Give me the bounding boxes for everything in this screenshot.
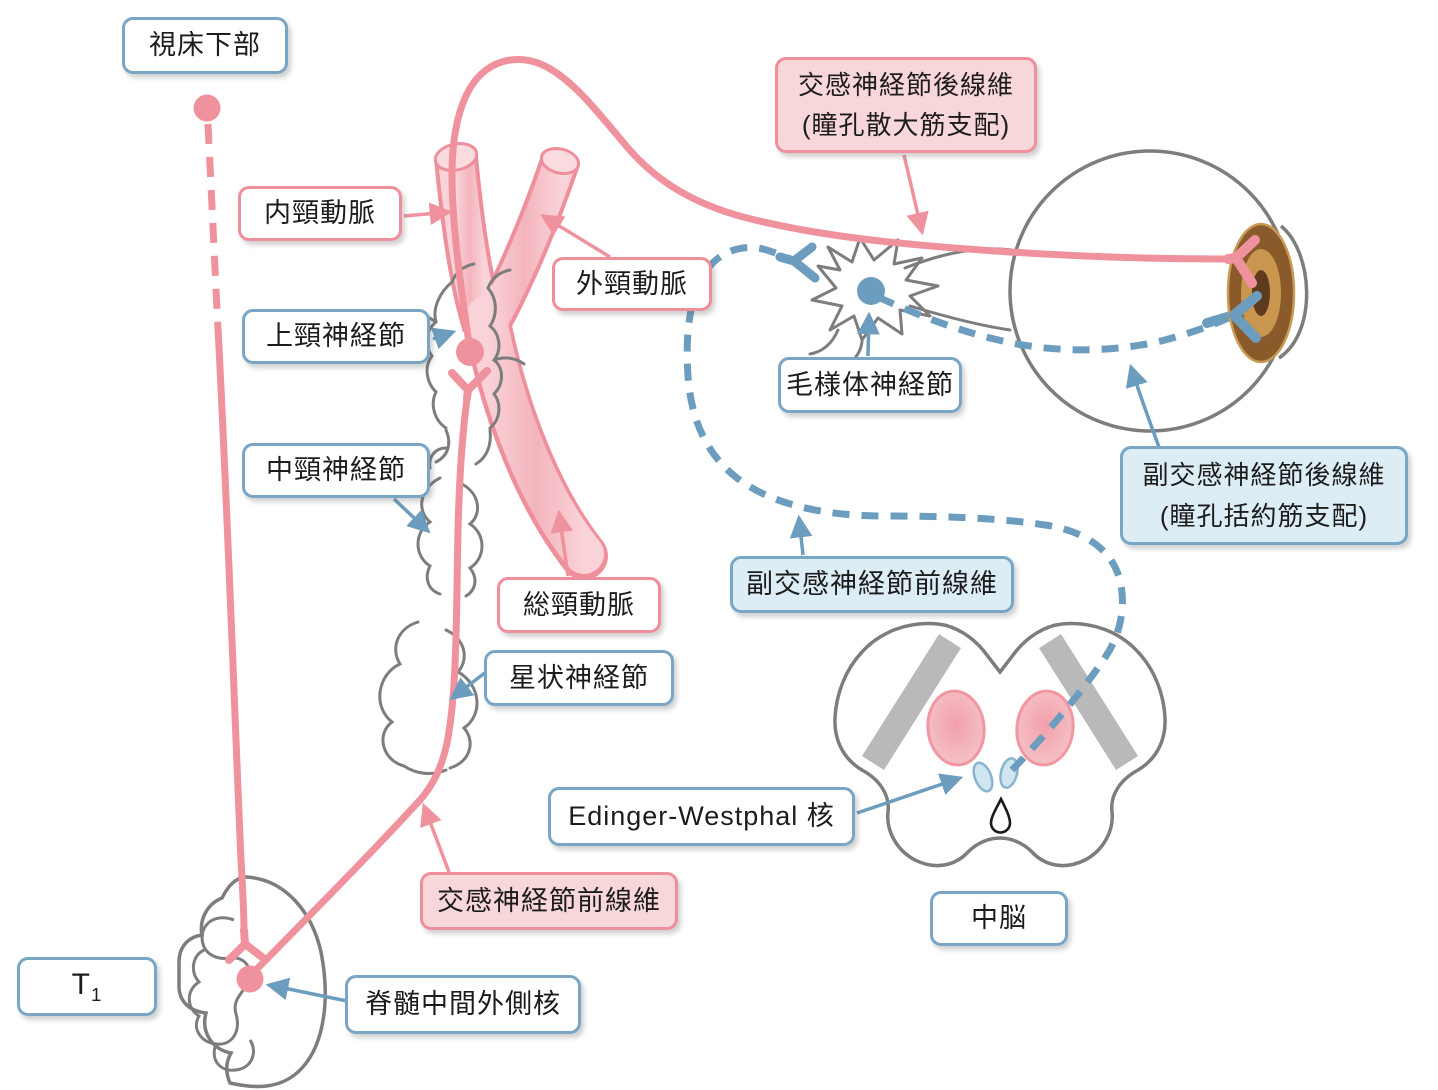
label-hypothalamus: 視床下部: [122, 17, 288, 74]
iml-text: 脊髄中間外側核: [365, 989, 561, 1020]
label-t1: T1: [17, 957, 157, 1016]
label-intermediolateral-nucleus: 脊髄中間外側核: [345, 975, 581, 1034]
stellate-leader: [449, 670, 488, 701]
common-carotid-leader: [550, 509, 573, 577]
scg-text: 上頸神経節: [266, 321, 406, 352]
para-post-line2: (瞳孔括約筋支配): [1159, 500, 1369, 531]
sphincter-terminal-y-tip: [1229, 291, 1262, 343]
symp-pre-text: 交感神経節前線維: [437, 885, 661, 916]
external-carotid-leader: [540, 214, 611, 259]
para-post-line1: 副交感神経節後線維: [1142, 460, 1386, 491]
ciliary-ganglion-cell: [857, 277, 885, 305]
mcg-text: 中頸神経節: [266, 455, 406, 486]
left-red-nucleus: [926, 689, 986, 767]
internal-carotid-text: 内頸動脈: [264, 198, 376, 229]
para-pre-text: 副交感神経節前線維: [746, 569, 998, 600]
label-stellate-ganglion: 星状神経節: [484, 650, 674, 706]
preganglionic-synapse-terminal: [775, 242, 820, 283]
label-middle-cervical-ganglion: 中頸神経節: [242, 443, 430, 498]
label-sympathetic-postganglionic: 交感神経節後線維 (瞳孔散大筋支配): [775, 57, 1037, 153]
left-cerebral-peduncle-band: [862, 634, 961, 770]
superior-cervical-ganglion-cell: [456, 338, 484, 366]
gray-matter-outline: [187, 916, 252, 1046]
label-midbrain: 中脳: [930, 891, 1068, 946]
common-carotid-text: 総頸動脈: [523, 589, 635, 620]
sympathetic-pathway: [193, 56, 1260, 993]
ventral-horn-curve: [212, 1039, 255, 1072]
parasympathetic-postganglionic-fiber: [876, 293, 1232, 354]
midbrain-section: [833, 621, 1167, 868]
midbrain-text: 中脳: [971, 903, 1027, 934]
t1-text: T1: [71, 968, 103, 1006]
sympathetic-postganglionic-fiber: [448, 56, 1229, 351]
symp-post-line1: 交感神経節後線維: [797, 69, 1014, 100]
label-internal-carotid: 内頸動脈: [238, 186, 402, 241]
mcg-leader: [392, 497, 431, 534]
parasympathetic-preganglionic-leader: [789, 514, 813, 556]
dilator-terminal-y: [1223, 235, 1260, 288]
iml-synapse-terminal: [225, 926, 266, 964]
middle-cervical-ganglion-outline: [416, 476, 442, 596]
short-ciliary-nerve-lower: [908, 304, 1012, 332]
edinger-westphal-leader: [856, 773, 964, 815]
ciliary-leader: [857, 311, 880, 357]
ciliary-ganglion-text: 毛様体神経節: [786, 369, 954, 400]
symp-post-line2: (瞳孔散大筋支配): [801, 110, 1011, 140]
cerebral-aqueduct: [989, 796, 1012, 834]
hypothalamus-cell: [193, 94, 221, 122]
scg-leader: [430, 327, 457, 350]
iml-leader: [265, 977, 348, 1003]
sympathetic-trunk-outline: [378, 262, 526, 775]
scg-synapse-terminal: [448, 367, 491, 402]
label-common-carotid: 総頸動脈: [497, 577, 661, 633]
label-superior-cervical-ganglion: 上頸神経節: [242, 309, 430, 364]
label-parasympathetic-preganglionic: 副交感神経節前線維: [730, 556, 1014, 613]
sympathetic-postganglionic-leader: [902, 154, 929, 236]
label-sympathetic-preganglionic: 交感神経節前線維: [420, 872, 678, 930]
hypothalamus-text: 視床下部: [149, 30, 261, 61]
label-parasympathetic-postganglionic: 副交感神経節後線維 (瞳孔括約筋支配): [1120, 446, 1408, 545]
external-carotid-text: 外頸動脈: [576, 268, 688, 299]
parasympathetic-postganglionic-leader: [1125, 363, 1162, 451]
leader-lines: [265, 154, 1162, 1003]
stellate-text: 星状神経節: [509, 662, 649, 693]
sympathetic-preganglionic-leader: [420, 802, 451, 873]
internal-carotid-leader: [403, 202, 453, 226]
label-edinger-westphal: Edinger-Westphal 核: [548, 787, 855, 846]
edinger-westphal-nucleus-left: [972, 761, 994, 793]
sympathetic-preganglionic-fiber: [252, 397, 471, 974]
cornea-bulge: [1277, 224, 1309, 360]
ew-text: Edinger-Westphal 核: [568, 801, 835, 832]
external-carotid-cut-end: [539, 146, 581, 176]
hypothalamic-fiber-dashed: [204, 123, 222, 331]
label-ciliary-ganglion: 毛様体神経節: [778, 357, 962, 413]
ciliary-ganglion-star: [808, 236, 1014, 370]
label-external-carotid: 外頸動脈: [552, 257, 712, 311]
hypothalamic-fiber-solid: [214, 327, 248, 931]
right-cerebral-peduncle-band: [1039, 634, 1138, 770]
stellate-ganglion-outline: [378, 620, 420, 768]
